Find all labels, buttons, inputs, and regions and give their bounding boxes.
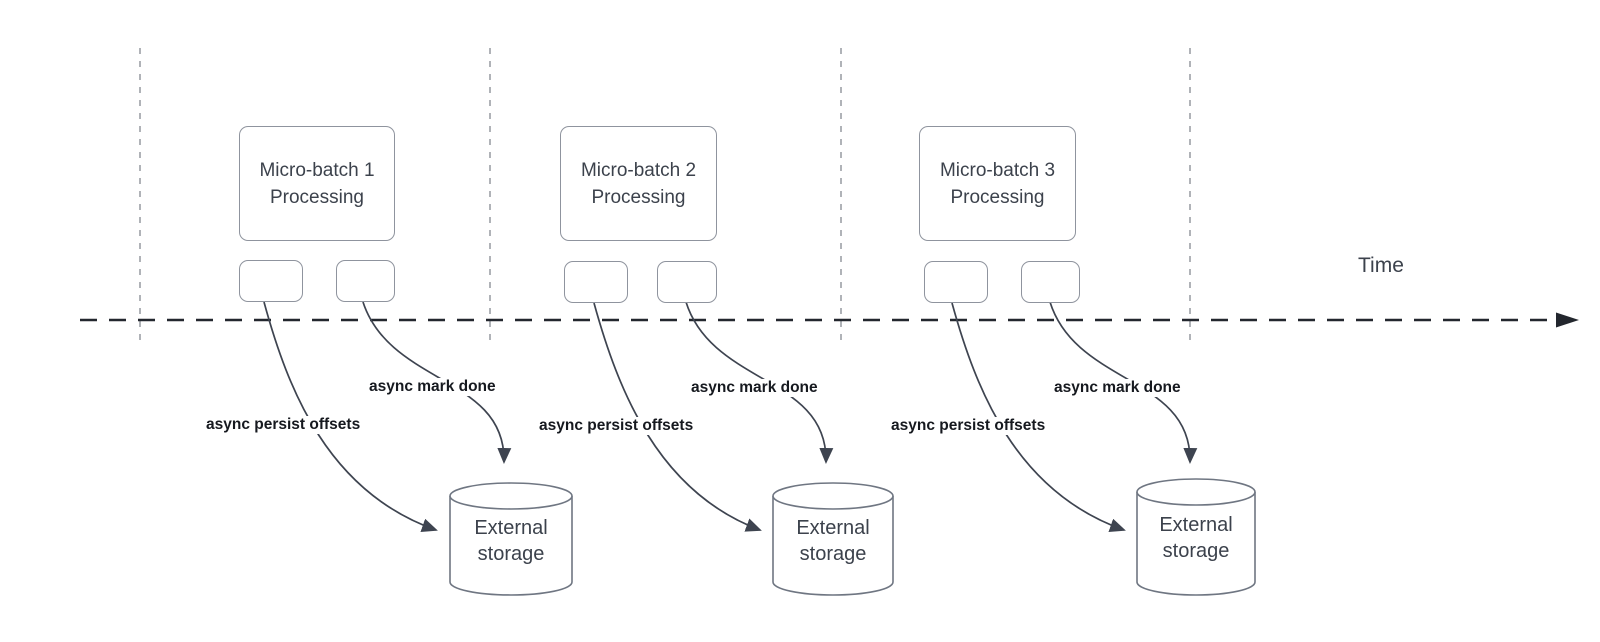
micro-batch-1-box: Micro-batch 1 Processing [239, 126, 395, 241]
micro-batch-3-subtitle: Processing [950, 186, 1045, 208]
mark-done-label-1: async mark done [367, 378, 498, 396]
mark-done-label-3: async mark done [1052, 379, 1183, 397]
external-storage-cylinder-3 [1136, 478, 1256, 596]
task-box-2a [564, 261, 628, 303]
micro-batch-1-title: Micro-batch 1 [259, 159, 375, 181]
time-axis-label: Time [1358, 254, 1404, 277]
micro-batch-2-title: Micro-batch 2 [580, 159, 697, 181]
micro-batch-3-box: Micro-batch 3 Processing [919, 126, 1076, 241]
external-storage-cylinder-2 [772, 482, 894, 596]
mark-done-label-2: async mark done [689, 379, 820, 397]
external-storage-cylinder-1 [449, 482, 573, 596]
task-box-3b [1021, 261, 1080, 303]
persist-offsets-label-1: async persist offsets [204, 416, 363, 434]
persist-offsets-label-3: async persist offsets [889, 417, 1048, 435]
task-box-3a [924, 261, 988, 303]
micro-batch-3-title: Micro-batch 3 [939, 159, 1056, 181]
micro-batch-2-box: Micro-batch 2 Processing [560, 126, 717, 241]
task-box-2b [657, 261, 717, 303]
persist-offsets-arrow-1 [263, 301, 438, 532]
micro-batch-1-subtitle: Processing [269, 186, 364, 208]
micro-batch-2-subtitle: Processing [591, 186, 686, 208]
persist-offsets-label-2: async persist offsets [537, 417, 696, 435]
task-box-1b [336, 260, 395, 302]
timeline-arrowhead-icon [1556, 312, 1579, 328]
task-box-1a [239, 260, 303, 302]
